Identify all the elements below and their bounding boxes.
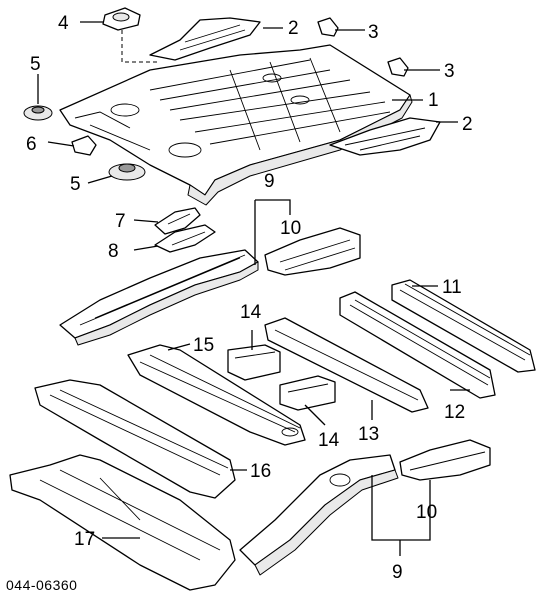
part-4-cap — [102, 7, 141, 31]
part-10-extension-right — [399, 439, 491, 481]
part-14-block-lower — [279, 375, 336, 411]
callout-8: 8 — [108, 241, 119, 262]
part-10-extension-left — [264, 227, 361, 276]
part-1-floor-pan — [59, 44, 413, 206]
callout-17: 17 — [74, 529, 95, 550]
part-12-crossmember — [339, 291, 496, 399]
part-6-bracket — [71, 135, 97, 156]
part-11-crossmember — [391, 279, 536, 373]
callout-5-center: 5 — [70, 174, 81, 195]
callout-9-upper: 9 — [264, 171, 275, 192]
callout-10-upper: 10 — [280, 218, 301, 239]
part-15-crossmember — [127, 344, 306, 446]
part-3-clip-upper — [317, 17, 339, 37]
callout-14-lower: 14 — [318, 430, 340, 451]
part-16-side-rail — [34, 379, 236, 499]
part-5-plug-center — [108, 163, 146, 181]
leader-lines — [37, 21, 470, 556]
part-2-upper-bracket — [149, 17, 261, 61]
part-7-bracket — [154, 207, 201, 235]
callout-15: 15 — [193, 335, 214, 356]
callout-12: 12 — [444, 402, 465, 423]
part-2-right-bracket — [329, 117, 441, 156]
callout-5-left: 5 — [30, 54, 41, 75]
part-5-plug-left — [23, 105, 53, 121]
part-13-crossmember — [264, 317, 429, 413]
callout-10-lower: 10 — [416, 502, 437, 523]
callout-16: 16 — [250, 461, 271, 482]
part-14-block-upper — [227, 344, 281, 381]
part-3-clip-lower — [387, 57, 409, 77]
callout-labels: 4 2 3 3 5 1 2 6 5 9 7 10 8 11 14 15 12 1… — [26, 13, 473, 583]
callout-14-upper: 14 — [240, 302, 262, 323]
part-4-dashed-guide — [121, 30, 160, 63]
callout-4: 4 — [58, 13, 69, 34]
callout-3-upper: 3 — [368, 22, 379, 43]
callout-2-upper: 2 — [288, 18, 299, 39]
reference-code: 044-06360 — [6, 577, 77, 593]
part-9-side-member-right — [239, 454, 399, 576]
part-9-side-member-left — [59, 249, 259, 346]
callout-7: 7 — [115, 211, 126, 232]
part-17-floor-section — [9, 454, 236, 591]
callout-11: 11 — [442, 277, 462, 298]
callout-2-right: 2 — [462, 114, 473, 135]
part-8-reinforcement — [154, 224, 216, 253]
callout-9-lower: 9 — [392, 562, 403, 583]
callout-1: 1 — [428, 90, 439, 111]
callout-13: 13 — [358, 424, 379, 445]
callout-3-lower: 3 — [444, 61, 455, 82]
callout-6: 6 — [26, 134, 37, 155]
